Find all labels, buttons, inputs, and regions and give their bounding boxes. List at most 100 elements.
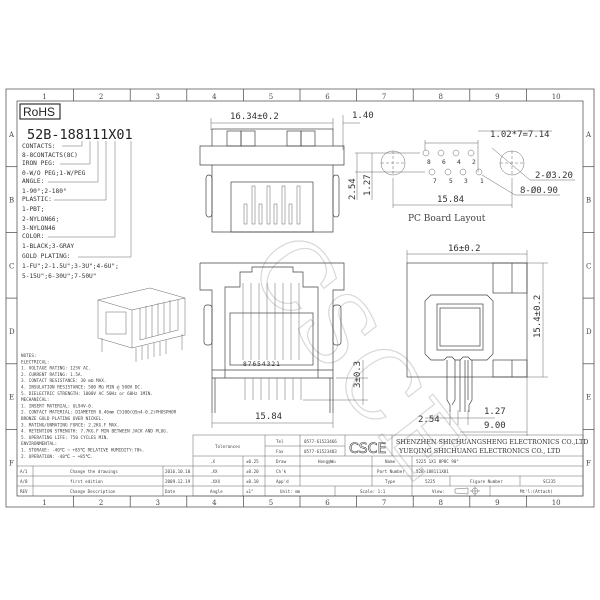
column-label-top: 7 [382,93,386,101]
isometric-view [97,287,186,362]
fax-label: Fax [276,449,284,454]
row-label-right: D [586,328,592,336]
revision-date: Date [165,489,176,494]
note-line: BRONZE GOLD PLATING OVER NICKEL. [21,416,104,422]
note-line: 3. CONTACT RESISTANCE: 30 mΩ MAX. [21,378,106,384]
pcb-layout-title: PC Board Layout [408,214,486,224]
dim-row-pitch: 2.54 [348,178,358,200]
part-code-option: IRON PEG: [22,160,56,167]
dim-pin-holes: 8-Ø0.90 [520,185,558,196]
column-label-bottom: 2 [99,499,103,507]
name-label: Name [385,459,396,464]
column-label-top: 3 [156,93,160,101]
row-label-right: B [586,197,591,205]
draw-label: Draw [276,459,287,464]
note-line: 4. INSULATION RESISTANCE: 500 MΩ MIN @ 5… [21,385,143,391]
revision-date: 2009.12.19 [165,479,191,484]
row-label-left: D [9,328,15,336]
column-label-top: 9 [495,93,499,101]
drawer-name: Hong@Wu [318,459,336,464]
pcb-pin-number: 5 [449,178,453,185]
part-code-number: 52B-188111X01 [27,127,133,143]
tolerance-precision: .XXX [210,479,221,484]
view-label: View: [432,489,445,494]
column-label-bottom: 6 [325,499,330,507]
part-code-option: CONTACTS: [22,143,56,150]
tel-label: Tel [276,439,284,444]
company-name-1: SHENZHEN SHICHUANGSHENG ELECTRONICS CO.,… [396,438,588,446]
column-label-top: 4 [212,93,217,101]
note-line: 5. DIELECTRIC STRENGTH: 1000V AC 50Hz or… [21,391,153,397]
column-label-top: 1 [42,93,46,101]
pcb-pin-number: 7 [433,178,437,185]
dim-side-pitch: 2.54 [418,415,440,425]
row-label-left: E [9,394,14,402]
row-label-right: E [586,394,591,402]
revision-description: Change Description [70,489,116,494]
tolerance-precision: Angle [210,489,223,494]
part-code-option: 1-BLACK;3-GRAY [22,243,74,250]
column-label-bottom: 7 [382,499,386,507]
note-line: 5. OPERATING LIFE: 750 CYCLES MIN. [21,435,109,441]
dim-hole-span: 15.84 [437,195,464,205]
column-label-top: 10 [552,93,561,101]
part-code-option: 8-8CONTACTS(8C) [22,152,78,159]
part-code-option: GOLD PLATING: [22,253,70,260]
column-label-bottom: 5 [269,499,273,507]
top-view: 16.34±0.2 1.40 [199,111,374,233]
pcb-pin-number: 6 [442,159,446,166]
column-label-top: 5 [269,93,273,101]
note-line: NOTES: [21,353,37,359]
row-label-left: A [8,131,15,139]
figure-number-label: Figure Number [470,479,503,484]
row-label-right: C [586,262,591,270]
part-code-option: ANGLE: [22,178,44,185]
tolerance-value: ±1° [246,489,254,494]
unit-label: Unit: mm [280,489,301,494]
pcb-pin-number: 3 [464,178,468,185]
company-name-2: YUEQING SHICHUANG ELECTRONICS CO., LTD [398,447,560,455]
projection-symbol-icon [454,486,480,496]
pcb-pin-number: 8 [427,159,431,166]
tolerances-label: Tolerances [215,444,241,449]
pcb-pin-number: 1 [480,178,484,185]
row-label-left: F [9,459,14,467]
tolerance-precision: .X [210,459,216,464]
dim-side-depth: 9.00 [484,421,506,431]
company-logo: CSCE [349,441,386,457]
dim-pin-length: 3±0.3 [353,361,363,388]
revision-id: A/1 [20,469,28,474]
pcb-pin-number: 4 [457,159,461,166]
note-line: 2. CURRENT RATING: 1.5A. [21,372,83,378]
column-label-bottom: 10 [552,499,561,507]
part-code-option: 3-NYLON46 [22,225,56,232]
column-label-top: 2 [99,93,103,101]
note-line: 3. MATING/UNMATING FORCE: 2.2KG.F MAX. [21,422,119,428]
dim-half-pitch: 1.27 [363,174,373,196]
column-label-top: 8 [439,93,443,101]
fax-value: 0577-61523483 [304,449,337,454]
front-pin-numbers: 87654321 [243,361,281,368]
front-view: 87654321 15.84 3±0.3 [199,262,368,428]
note-line: 1. VOLTAGE RATING: 125V AC. [21,366,91,372]
dim-front-width: 15.84 [255,412,282,422]
side-view: 16±0.2 15.4±0.2 2.54 1.27 9.00 [406,244,548,436]
column-label-bottom: 1 [42,499,46,507]
tolerance-value: ±0.20 [246,469,259,474]
note-line: 1. INSERT MATERIAL: UL94V-0. [21,403,93,409]
row-label-left: B [9,197,14,205]
revision-id: A/0 [20,479,28,484]
part-code-option: 0-W/O PEG;1-W/PEG [22,170,86,177]
pcb-layout: 1.02*7=7.14 2-Ø3.20 8-Ø0.90 15.84 2.54 1… [348,130,575,224]
dim-offset: 1.40 [352,111,374,121]
part-code-legend: CONTACTS: 8-8CONTACTS(8C)IRON PEG: 0-W/O P… [22,143,119,280]
dim-pitch: 1.02*7=7.14 [490,130,550,140]
note-line: 1. STORAGE: -40℃ ~ +85℃ RELATIVE HUMIDIT… [21,448,144,454]
revision-description: Change the drawings [70,469,118,474]
approve-label: App'd [276,479,289,484]
dim-mount-holes: 2-Ø3.20 [535,170,573,181]
